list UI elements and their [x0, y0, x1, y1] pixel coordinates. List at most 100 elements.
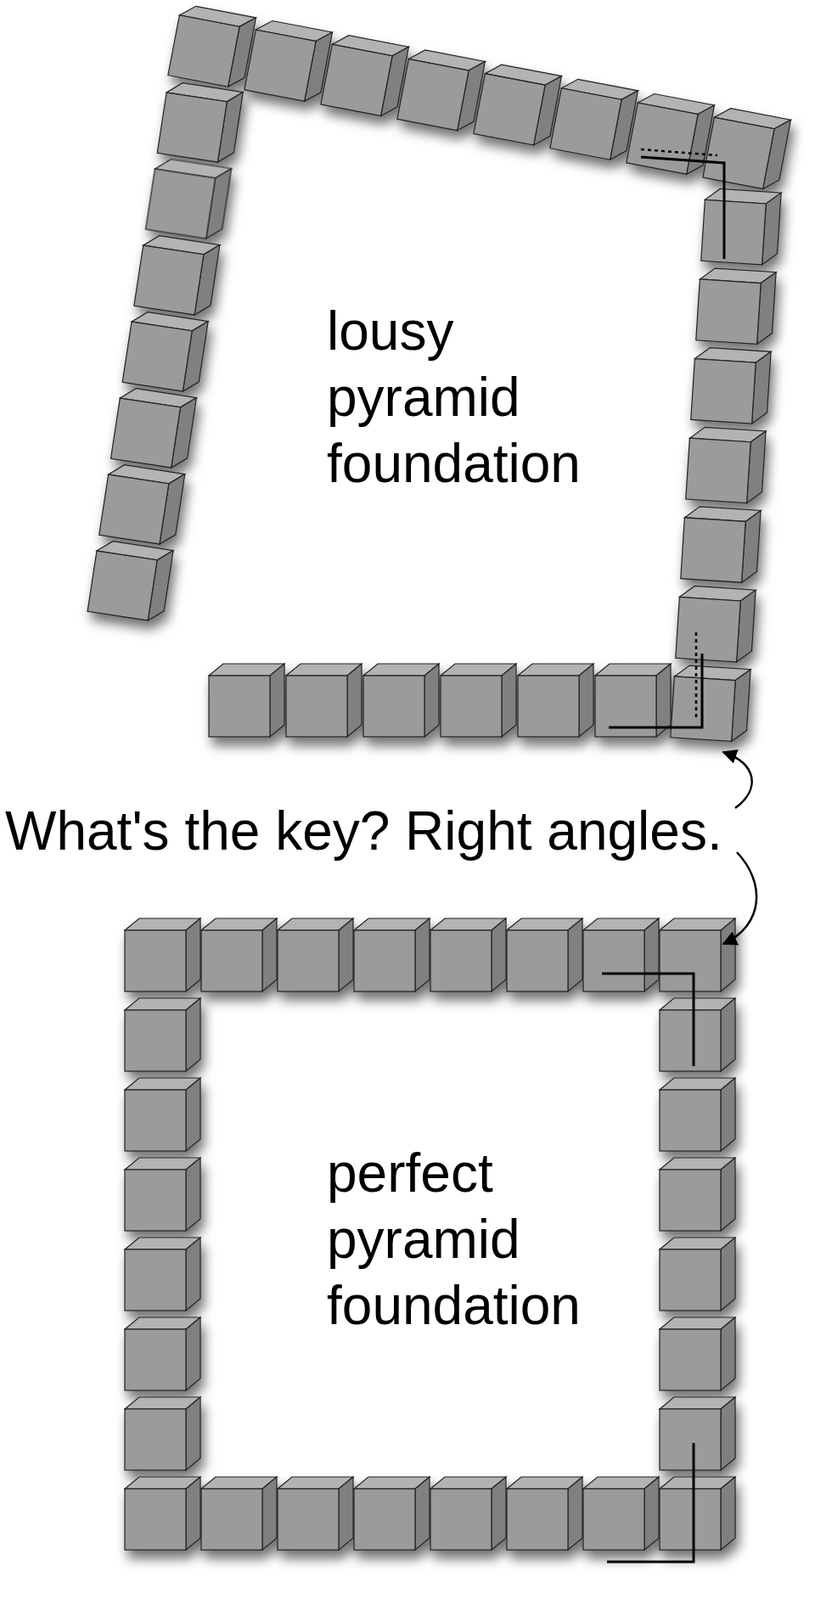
cube-side [762, 191, 782, 266]
cube-front [659, 1329, 721, 1391]
stone-cube [680, 505, 761, 585]
dotted-guide [640, 149, 718, 156]
cube-side [720, 918, 736, 992]
cube-side [185, 1397, 201, 1471]
stone-cube [583, 918, 659, 992]
cube-front [659, 1409, 721, 1471]
cube-front [208, 675, 270, 737]
text-label: perfect pyramid foundation [326, 1140, 616, 1339]
cube-front [696, 279, 761, 344]
cube-side [338, 1477, 354, 1551]
cube-side [415, 1477, 430, 1551]
cube-front [430, 930, 492, 992]
stone-cube [595, 663, 671, 737]
cube-front [124, 1489, 186, 1551]
cube-side [747, 430, 767, 505]
label-holder: lousy pyramid foundation [326, 297, 616, 497]
cube-side [491, 918, 506, 992]
cube-front [124, 1169, 186, 1231]
stone-cube [626, 90, 715, 177]
cube-side [757, 271, 777, 346]
stone-cube [517, 663, 594, 737]
cube-front [680, 517, 746, 583]
stone-cube [659, 918, 736, 992]
cube-front [397, 58, 469, 130]
cube-side [567, 918, 583, 992]
stone-cube [659, 1157, 736, 1231]
right-angle-mark [608, 653, 703, 728]
stone-cube [506, 918, 583, 992]
lousy-frame [87, 3, 791, 742]
stone-cube [583, 1477, 659, 1551]
cube-side [720, 998, 736, 1072]
cube-side [578, 663, 594, 737]
cube-front [124, 1249, 186, 1311]
stone-cube [122, 309, 208, 394]
right-angle-mark [601, 973, 694, 1067]
cube-side [269, 663, 285, 737]
right-angle-mark [607, 1443, 694, 1563]
text-label: lousy pyramid foundation [326, 297, 616, 497]
stone-cube [124, 1317, 201, 1391]
cube-front [473, 73, 546, 146]
cube-side [262, 918, 277, 992]
stone-cube [659, 998, 736, 1072]
cube-front [430, 1489, 492, 1551]
stone-cube [685, 426, 766, 505]
cube-front [122, 321, 192, 392]
cube-front [124, 1329, 186, 1391]
stone-cube [124, 918, 201, 992]
pointer-arrows [723, 752, 757, 945]
stone-cube [659, 1078, 736, 1152]
cube-front [99, 474, 169, 545]
cube-front [659, 1010, 721, 1072]
stone-cube [124, 1397, 201, 1471]
cube-front [659, 1489, 721, 1551]
cube-side [185, 918, 201, 992]
cube-side [185, 998, 201, 1072]
stone-cube [146, 157, 232, 241]
stone-cube [124, 1237, 201, 1311]
cube-side [720, 1078, 736, 1152]
stone-cube [363, 663, 439, 737]
cube-side [185, 1237, 201, 1311]
cube-front [134, 245, 204, 315]
cube-front [244, 29, 316, 102]
stone-cube [702, 106, 792, 192]
stone-cube [110, 386, 197, 470]
cube-front [277, 930, 339, 992]
cube-side [644, 918, 659, 992]
stone-cube [244, 17, 333, 104]
stone-cube [691, 347, 771, 426]
stone-cube [157, 80, 243, 164]
cube-front [157, 92, 227, 163]
perfect-frame [124, 918, 736, 1551]
cube-side [644, 1477, 659, 1551]
stone-cube [659, 1237, 736, 1311]
cube-front [691, 359, 756, 424]
stone-cube [99, 462, 186, 546]
cube-front [354, 930, 416, 992]
stone-cube [277, 1477, 354, 1551]
pointer-arrow [723, 752, 753, 809]
cube-front [354, 1489, 416, 1551]
cube-front [124, 1010, 186, 1072]
cube-front [124, 1090, 186, 1152]
stone-cube [430, 1477, 506, 1551]
cube-side [741, 509, 762, 584]
dotted-guide [695, 632, 698, 720]
cube-front [506, 1489, 568, 1551]
cube-front [146, 168, 216, 239]
cube-side [720, 1317, 736, 1391]
stone-cube [675, 584, 756, 664]
cube-front [685, 438, 751, 503]
stone-cube [124, 1477, 201, 1551]
stone-cube [201, 918, 277, 992]
cube-front [277, 1489, 339, 1551]
stone-cube [124, 1078, 201, 1152]
stone-cube [696, 267, 776, 346]
cube-front [320, 44, 393, 116]
stone-cube [659, 1317, 736, 1391]
cube-front [201, 930, 263, 992]
